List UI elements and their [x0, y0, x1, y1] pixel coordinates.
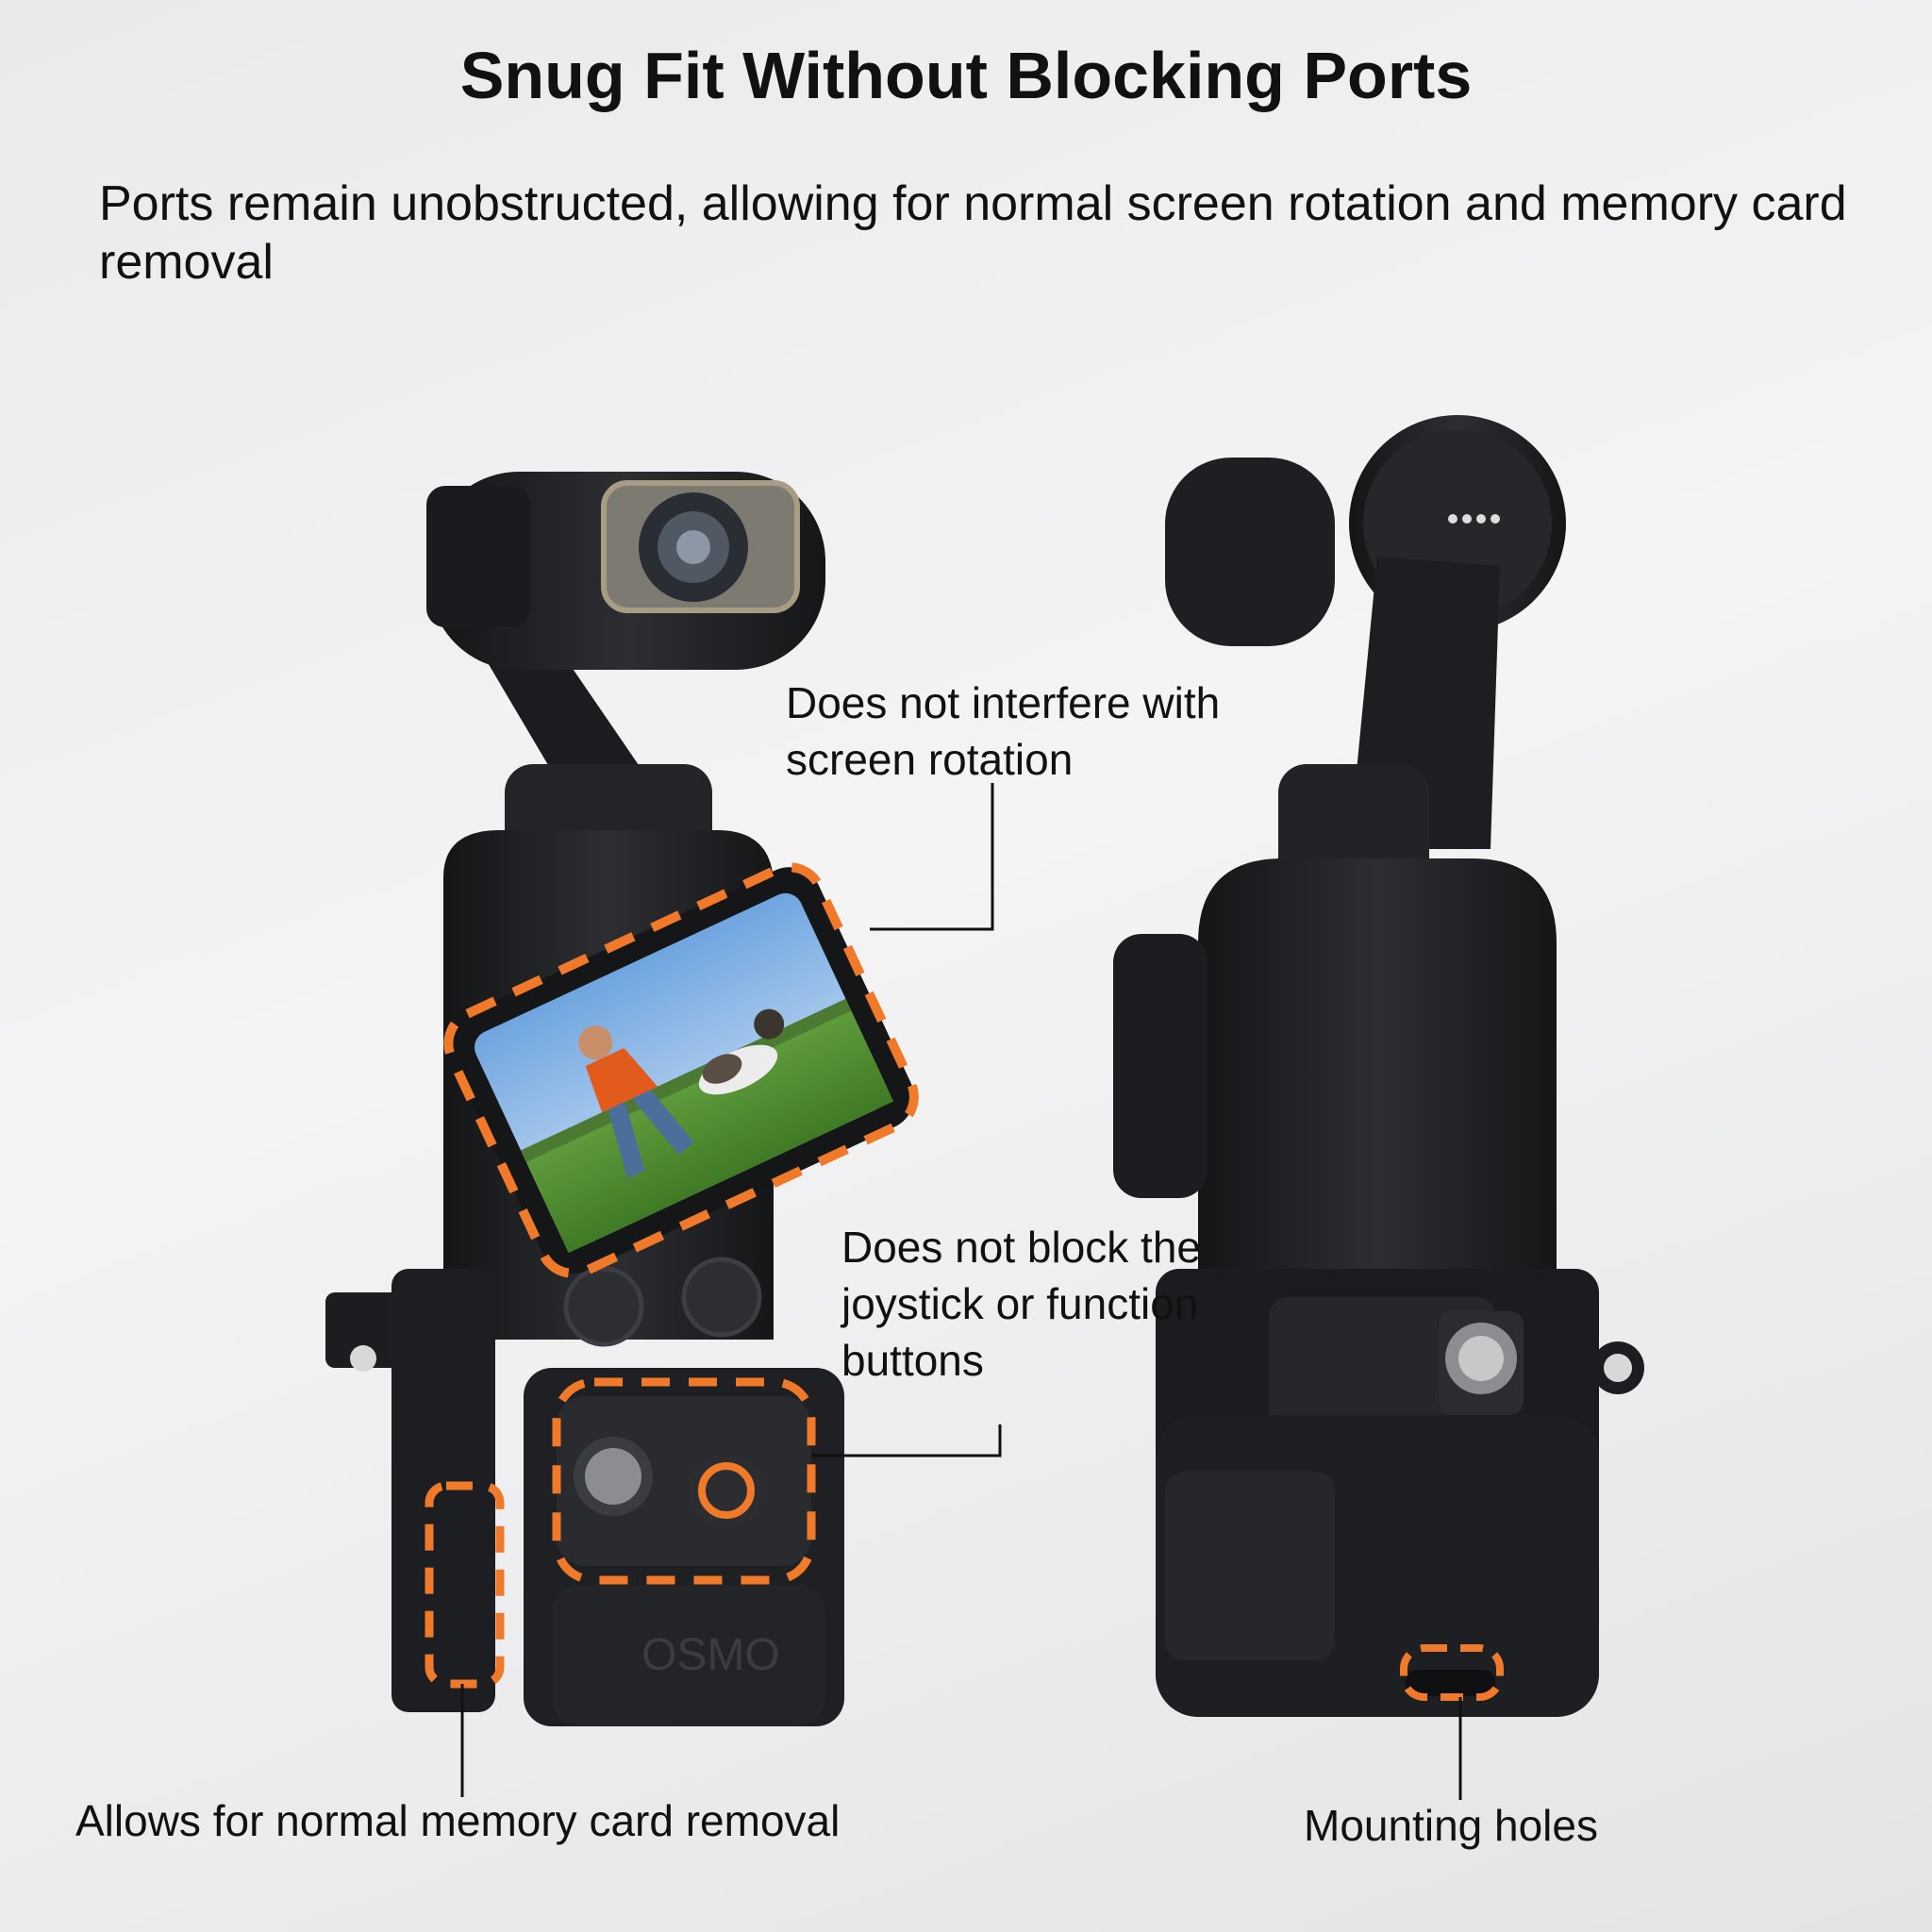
- right-camera-back: [1113, 415, 1644, 1717]
- function-dial-icon: [698, 1462, 755, 1519]
- leader-joystick: [811, 1424, 1002, 1457]
- osmo-logo: OSMO: [641, 1630, 780, 1680]
- joystick-icon: [585, 1448, 641, 1505]
- rotated-screen: [443, 862, 919, 1278]
- lens-icon: [676, 530, 710, 564]
- buttons-highlight: [552, 1377, 816, 1585]
- callout-joystick-buttons: Does not block the joystick or function …: [841, 1223, 1202, 1385]
- mounting-slot-icon: [1406, 1670, 1495, 1696]
- memory-card-highlight: [425, 1481, 505, 1689]
- right-camera-head: [1165, 458, 1335, 646]
- page-subtitle: Ports remain unobstructed, allowing for …: [99, 176, 1847, 290]
- page-title: Snug Fit Without Blocking Ports: [459, 39, 1473, 112]
- callout-screen-rotation: Does not interfere with screen rotation: [786, 678, 1221, 784]
- tripod-screw-icon: [1458, 1336, 1504, 1381]
- callout-memory-card: Allows for normal memory card removal: [75, 1796, 841, 1845]
- leader-screen-rotation: [870, 783, 994, 931]
- record-button-icon: [563, 1266, 644, 1347]
- mounting-hole-highlight: [1400, 1644, 1504, 1701]
- callout-mounting-holes: Mounting holes: [1304, 1801, 1598, 1850]
- function-button-icon: [681, 1257, 762, 1338]
- left-cage-side: [391, 1269, 495, 1712]
